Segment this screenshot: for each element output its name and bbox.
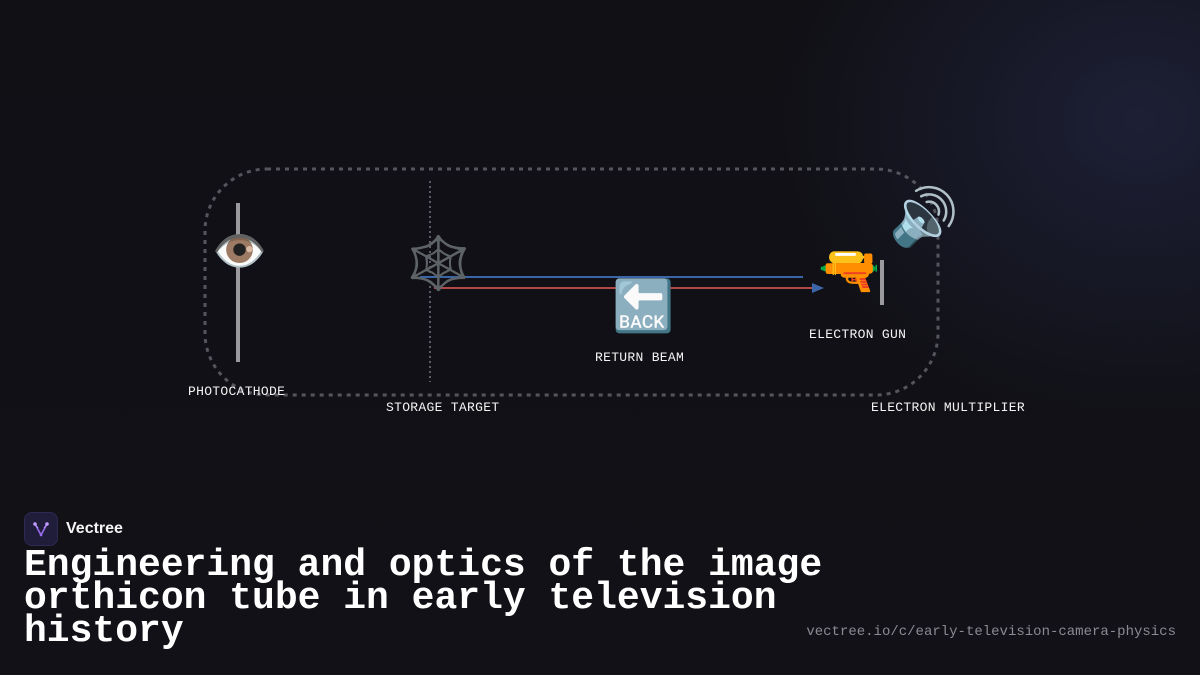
vectree-logo-icon bbox=[24, 512, 58, 546]
source-url[interactable]: vectree.io/c/early-television-camera-phy… bbox=[806, 624, 1176, 640]
pistol-icon: 🔫 bbox=[818, 241, 881, 299]
brand-name: Vectree bbox=[66, 520, 123, 537]
electron-gun-label: ELECTRON GUN bbox=[809, 327, 907, 342]
spider-web-icon: 🕸️ bbox=[406, 234, 471, 294]
photocathode-label: PHOTOCATHODE bbox=[188, 384, 286, 399]
storage-target-label: STORAGE TARGET bbox=[386, 400, 500, 415]
eye-icon: 👁️ bbox=[212, 226, 267, 277]
return-beam-label: RETURN BEAM bbox=[595, 350, 685, 365]
tube-envelope bbox=[203, 167, 940, 397]
brand: Vectree bbox=[24, 512, 123, 546]
page-title: Engineering and optics of the image orth… bbox=[24, 544, 823, 653]
back-arrow-icon: 🔙 bbox=[612, 277, 675, 335]
speaker-icon: 🔊 bbox=[889, 185, 959, 250]
electron-multiplier-label: ELECTRON MULTIPLIER bbox=[871, 400, 1025, 415]
